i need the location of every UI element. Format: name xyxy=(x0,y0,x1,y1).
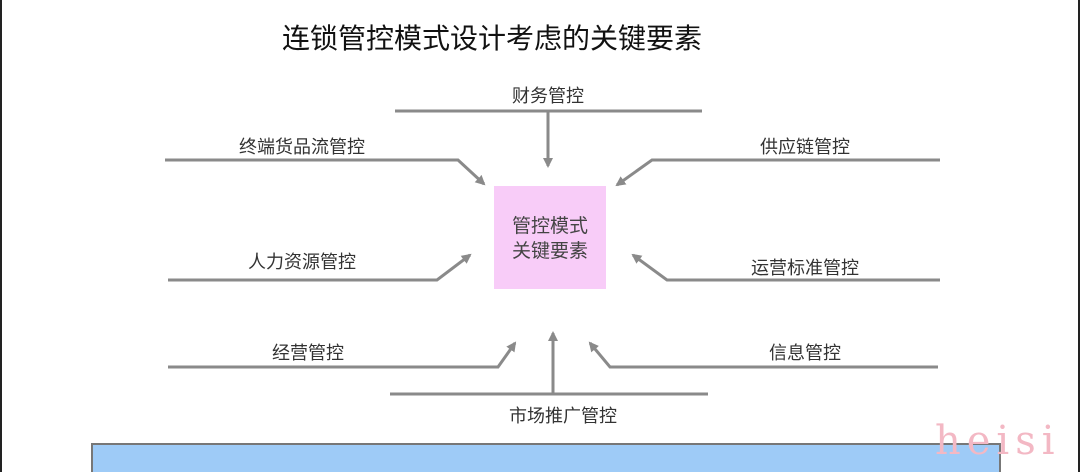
bottom-panel xyxy=(91,443,1001,472)
mid-left-arrow xyxy=(168,253,472,282)
label-finance: 财务管控 xyxy=(512,86,584,107)
center-line1: 管控模式 xyxy=(512,215,588,237)
lower-left-arrow xyxy=(168,341,517,369)
label-terminal-goods: 终端货品流管控 xyxy=(239,137,365,158)
left-border xyxy=(0,0,2,472)
watermark: heisi xyxy=(935,418,1061,464)
center-box xyxy=(494,186,606,289)
label-marketing: 市场推广管控 xyxy=(509,406,617,427)
label-information: 信息管控 xyxy=(769,343,841,364)
label-hr: 人力资源管控 xyxy=(248,252,356,273)
upper-left-arrow xyxy=(165,158,486,186)
label-business: 经营管控 xyxy=(272,343,344,364)
label-operation-standard: 运营标准管控 xyxy=(751,258,859,279)
upper-right-arrow xyxy=(615,158,940,187)
lower-right-arrow xyxy=(588,341,938,369)
mid-right-arrow xyxy=(631,253,940,282)
center-line2: 关键要素 xyxy=(512,240,588,262)
right-border xyxy=(1078,0,1080,472)
label-supply-chain: 供应链管控 xyxy=(760,137,850,158)
diagram-title: 连锁管控模式设计考虑的关键要素 xyxy=(282,22,702,55)
